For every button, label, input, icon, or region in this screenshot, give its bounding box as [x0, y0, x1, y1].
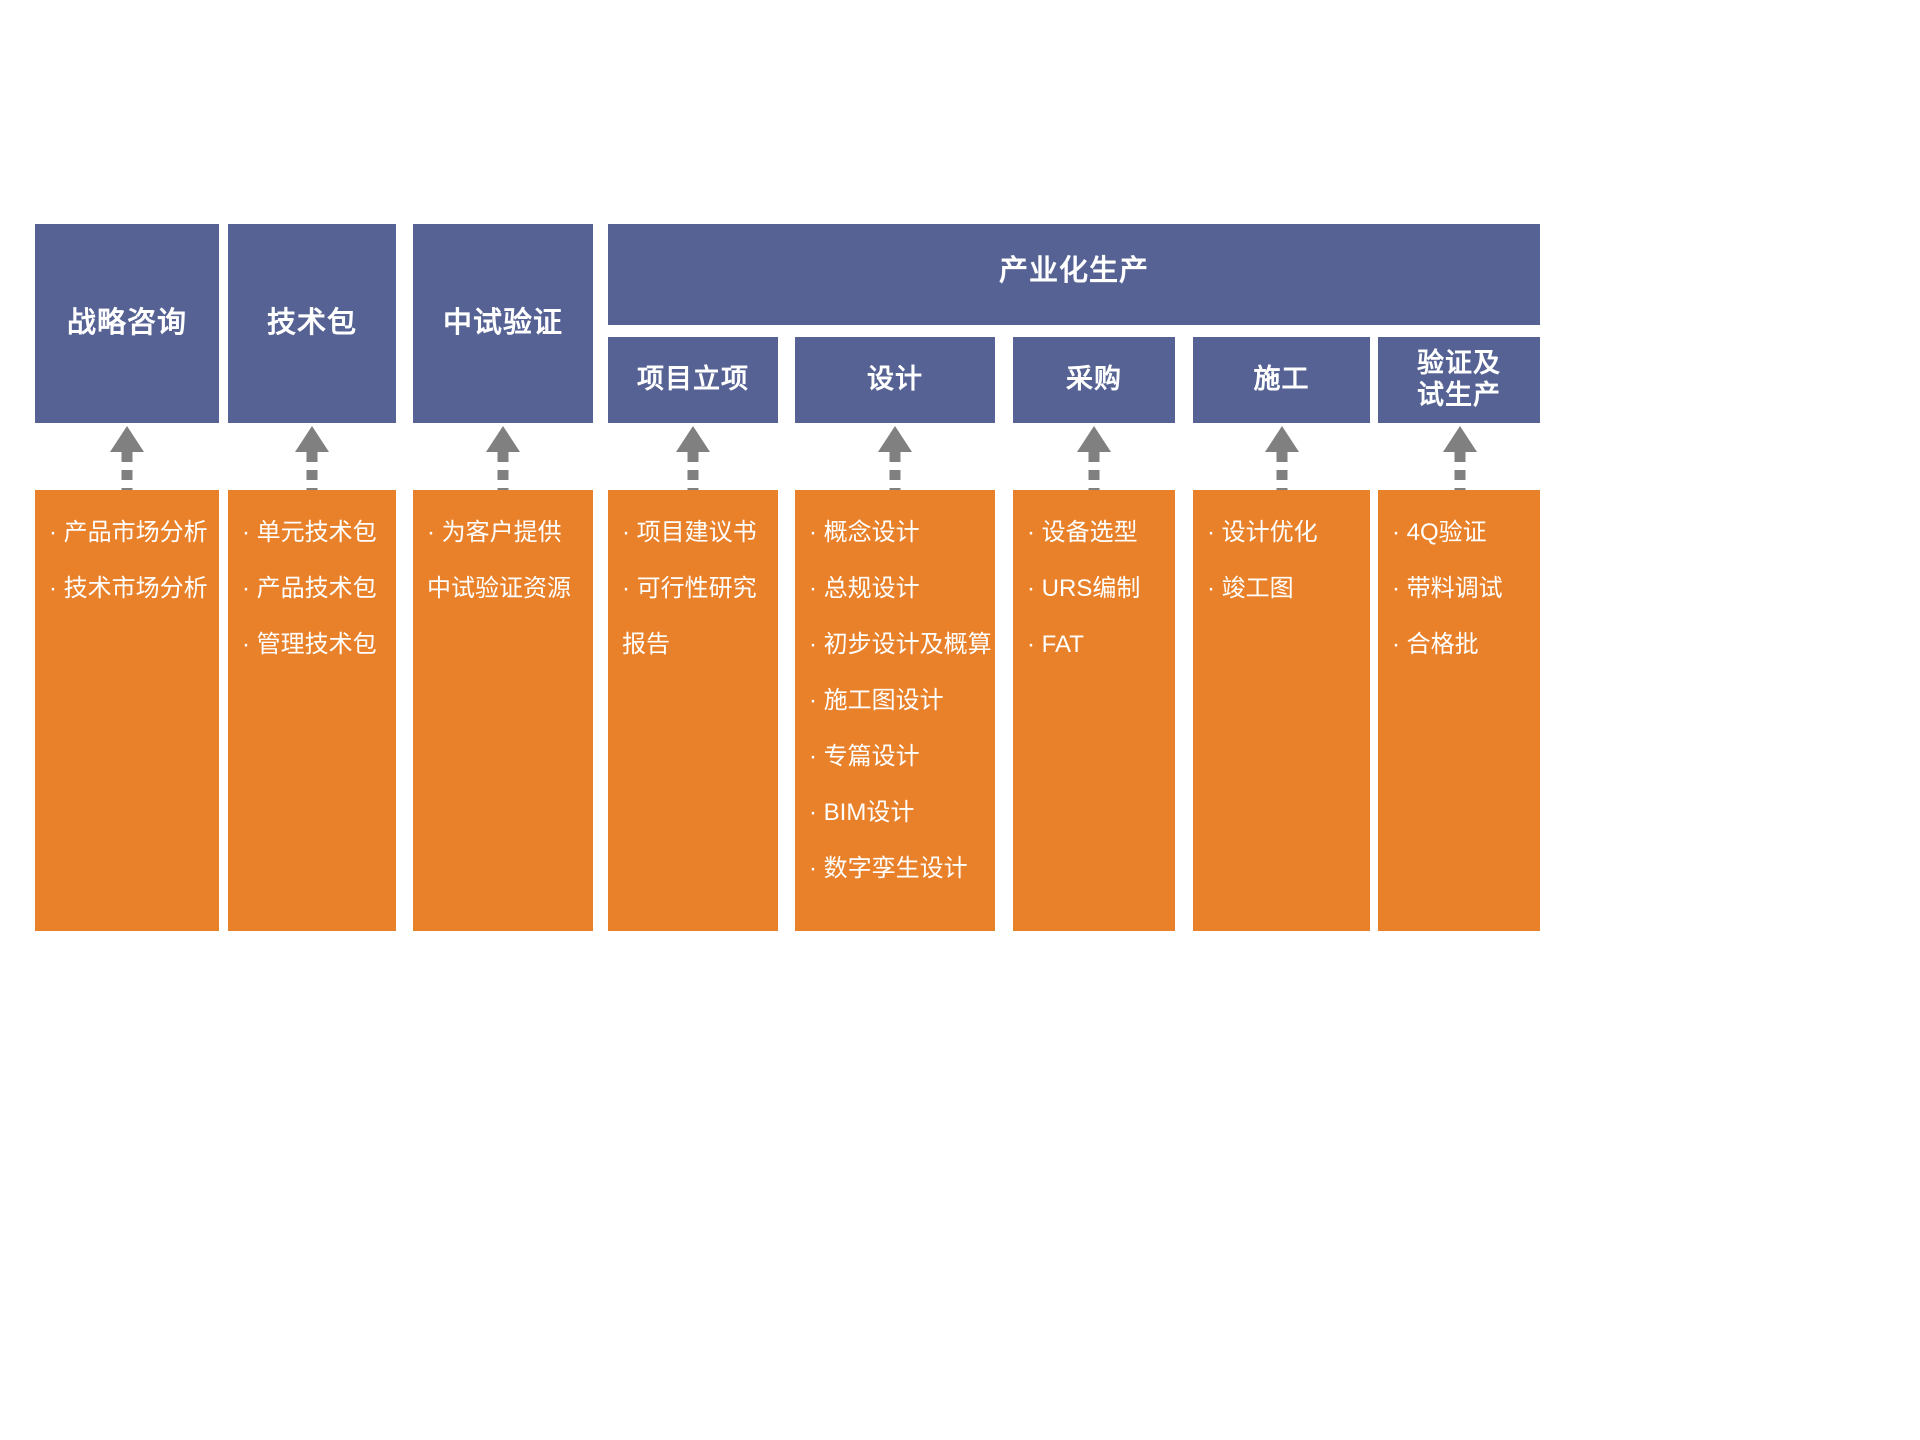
- list-item: · 单元技术包: [242, 519, 377, 546]
- phase-content-construction[interactable]: · 设计优化 · 竣工图: [1193, 490, 1370, 931]
- phase-header-label: 战略咨询: [66, 307, 187, 340]
- list-item: · 技术市场分析: [49, 575, 208, 602]
- list-item: · 产品技术包: [242, 575, 377, 602]
- arrow-up-project-initiation: [673, 426, 713, 490]
- phase-header-validation-trial-production[interactable]: 验证及 试生产: [1378, 337, 1540, 423]
- list-item: · 总规设计: [809, 575, 920, 602]
- arrow-dashes: [1276, 452, 1288, 490]
- arrow-dashes: [889, 452, 901, 490]
- arrow-dashes: [1088, 452, 1100, 490]
- arrow-head-icon: [1265, 426, 1299, 452]
- arrow-up-technology-package: [292, 426, 332, 490]
- phase-header-label-line2: 试生产: [1417, 380, 1501, 410]
- phase-content-pilot-verification[interactable]: · 为客户提供 中试验证资源: [413, 490, 593, 931]
- list-item: · 管理技术包: [242, 631, 377, 658]
- list-item: · 专篇设计: [809, 743, 920, 770]
- list-item: · 可行性研究: [622, 575, 757, 602]
- phase-content-design[interactable]: · 概念设计 · 总规设计 · 初步设计及概算 · 施工图设计 · 专篇设计 ·…: [795, 490, 995, 931]
- arrow-dashes: [687, 452, 699, 490]
- list-item: 报告: [622, 631, 670, 658]
- phase-header-technology-package[interactable]: 技术包: [228, 224, 396, 423]
- arrow-head-icon: [486, 426, 520, 452]
- arrow-head-icon: [295, 426, 329, 452]
- phase-header-pilot-verification[interactable]: 中试验证: [413, 224, 593, 423]
- phase-content-validation-trial-production[interactable]: · 4Q验证 · 带料调试 · 合格批: [1378, 490, 1540, 931]
- list-item: · 设备选型: [1027, 519, 1138, 546]
- phase-content-procurement[interactable]: · 设备选型 · URS编制 · FAT: [1013, 490, 1175, 931]
- phase-content-technology-package[interactable]: · 单元技术包 · 产品技术包 · 管理技术包: [228, 490, 396, 931]
- list-item: · 4Q验证: [1392, 519, 1487, 546]
- arrow-head-icon: [1443, 426, 1477, 452]
- phase-header-label: 项目立项: [637, 364, 749, 395]
- list-item: · BIM设计: [809, 799, 915, 826]
- phase-content-strategy-consulting[interactable]: · 产品市场分析 · 技术市场分析: [35, 490, 219, 931]
- arrow-up-design: [875, 426, 915, 490]
- arrow-dashes: [497, 452, 509, 490]
- arrow-up-procurement: [1074, 426, 1114, 490]
- phase-header-label-line1: 验证及: [1417, 348, 1501, 379]
- arrow-dashes: [1454, 452, 1466, 490]
- list-item: · 产品市场分析: [49, 519, 208, 546]
- list-item: · 项目建议书: [622, 519, 757, 546]
- list-item: · URS编制: [1027, 575, 1141, 602]
- list-item: · 设计优化: [1207, 519, 1318, 546]
- phase-header-construction[interactable]: 施工: [1193, 337, 1370, 423]
- list-item: · 概念设计: [809, 519, 920, 546]
- phase-content-project-initiation[interactable]: · 项目建议书 · 可行性研究 报告: [608, 490, 778, 931]
- arrow-up-validation-trial-production: [1440, 426, 1480, 490]
- arrow-dashes: [121, 452, 133, 490]
- list-item: · FAT: [1027, 631, 1084, 658]
- production-header-label: 产业化生产: [998, 255, 1149, 287]
- list-item: · 带料调试: [1392, 575, 1503, 602]
- arrow-head-icon: [676, 426, 710, 452]
- arrow-up-pilot-verification: [483, 426, 523, 490]
- arrow-head-icon: [878, 426, 912, 452]
- phase-header-procurement[interactable]: 采购: [1013, 337, 1175, 423]
- list-item: · 竣工图: [1207, 575, 1294, 602]
- arrow-up-strategy-consulting: [107, 426, 147, 490]
- phase-header-label: 技术包: [266, 307, 357, 340]
- list-item: · 初步设计及概算: [809, 631, 992, 658]
- phase-header-strategy-consulting[interactable]: 战略咨询: [35, 224, 219, 423]
- phase-header-label: 采购: [1066, 364, 1122, 395]
- phase-header-design[interactable]: 设计: [795, 337, 995, 423]
- list-item: 中试验证资源: [427, 575, 571, 602]
- arrow-up-construction: [1262, 426, 1302, 490]
- arrow-dashes: [306, 452, 318, 490]
- production-header[interactable]: 产业化生产: [608, 224, 1540, 325]
- arrow-head-icon: [110, 426, 144, 452]
- list-item: · 施工图设计: [809, 687, 944, 714]
- list-item: · 数字孪生设计: [809, 855, 968, 882]
- list-item: · 合格批: [1392, 631, 1479, 658]
- phase-header-project-initiation[interactable]: 项目立项: [608, 337, 778, 423]
- phase-header-label: 中试验证: [442, 307, 563, 340]
- phase-header-label: 设计: [867, 364, 923, 395]
- arrow-head-icon: [1077, 426, 1111, 452]
- phase-header-label: 施工: [1253, 364, 1310, 395]
- list-item: · 为客户提供: [427, 519, 562, 546]
